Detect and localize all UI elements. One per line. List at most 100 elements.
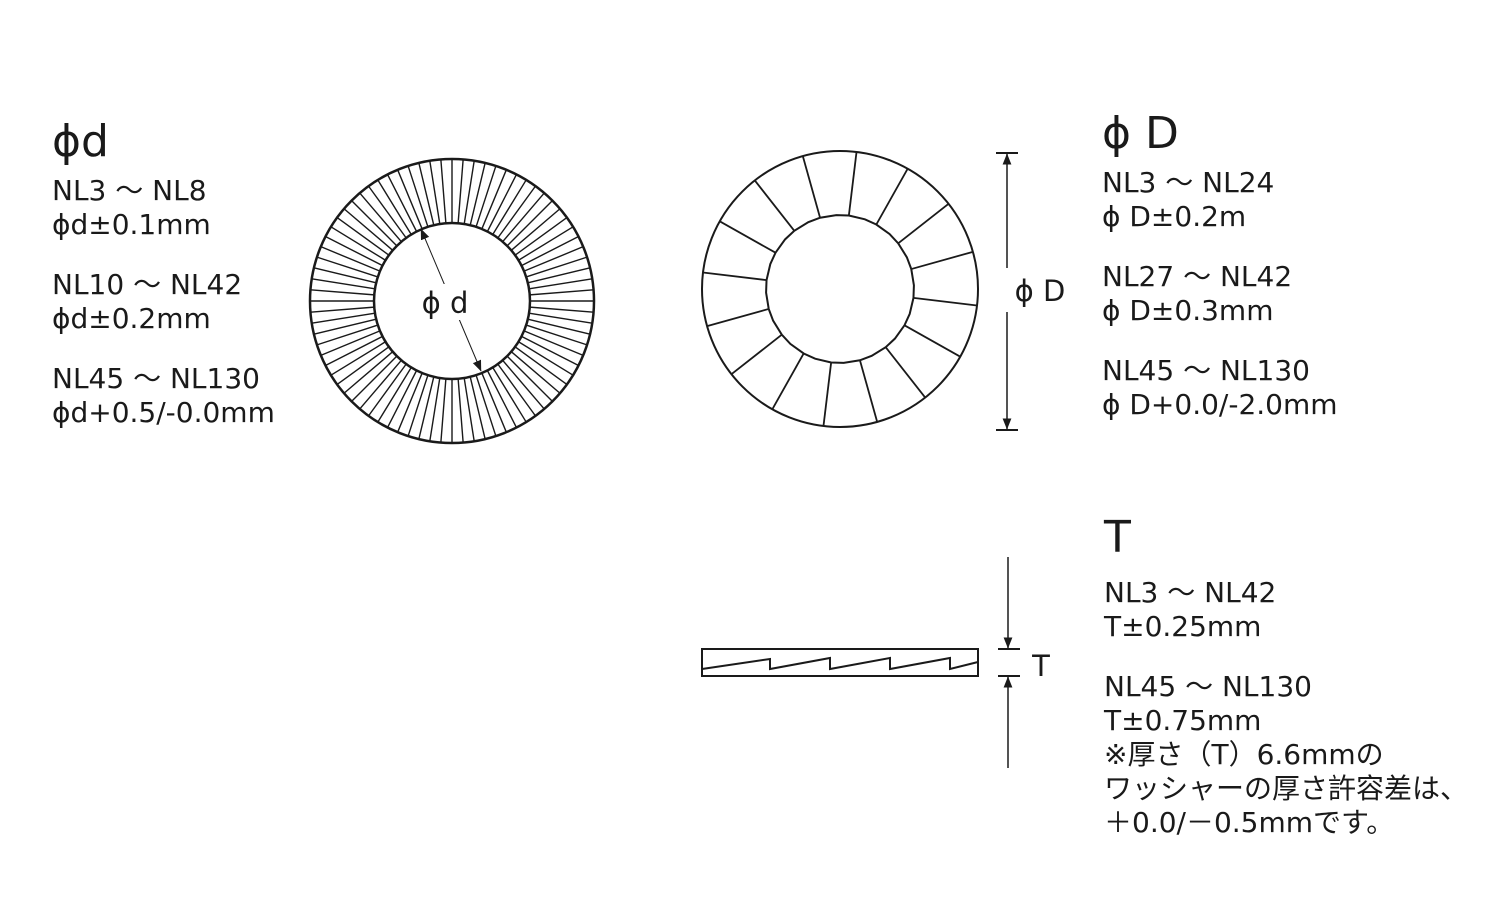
serration-line [316, 256, 379, 278]
outer-diameter-label: ϕ D [1015, 274, 1066, 308]
serration-line [343, 208, 394, 251]
serration-line [311, 278, 376, 290]
thickness-label: T [1031, 649, 1050, 683]
serration-line [359, 192, 402, 243]
serration-line [510, 351, 561, 394]
cam-segment-edge [859, 360, 879, 423]
serration-line [407, 165, 429, 228]
serration-line [418, 376, 435, 440]
outer-washer-bore-edge [765, 214, 915, 364]
serration-line [475, 374, 497, 437]
serration-line [367, 185, 407, 239]
serration-line [429, 377, 441, 442]
serration-line [514, 346, 568, 386]
cam-segment-edge [913, 296, 978, 307]
outer-diameter-spec: ϕ D NL3 ～ NL24 ϕ D±0.2m NL27 ～ NL42 ϕ D±… [1102, 110, 1338, 422]
inner-diameter-title: ϕd [52, 116, 109, 167]
thickness-tolerance-1: T±0.25mm [1104, 610, 1262, 643]
serration-line [469, 376, 486, 440]
serration-line [336, 216, 390, 256]
cam-segment-edge [822, 362, 833, 427]
serration-line [440, 378, 447, 443]
serration-line [397, 169, 423, 230]
serration-line [527, 318, 591, 335]
outer-washer-outer-edge [701, 150, 979, 428]
cam-segment-edge [702, 271, 767, 282]
serration-line [320, 330, 381, 356]
serration-line [529, 306, 594, 313]
serration-line [518, 341, 574, 376]
serration-line [492, 179, 527, 235]
cam-segment-edge [847, 151, 858, 216]
inner-range-1: NL3 ～ NL8 [52, 174, 207, 207]
serration-line [506, 355, 553, 402]
serration-line [457, 378, 464, 443]
serration-line [343, 351, 394, 394]
serration-line [330, 226, 386, 261]
thickness-note-line-2: ワッシャーの厚さ許容差は、 [1104, 772, 1469, 805]
serration-line [386, 370, 418, 428]
serration-line [386, 174, 418, 232]
thickness-spec: T NL3 ～ NL42 T±0.25mm NL45 ～ NL130 T±0.7… [1104, 514, 1468, 840]
serration-line [351, 355, 398, 402]
serration-line [497, 363, 537, 417]
inner-tolerance-3: ϕd+0.5/-0.0mm [52, 396, 275, 429]
serration-line [310, 306, 375, 313]
serration-line [311, 312, 376, 324]
serration-line [481, 169, 507, 230]
serration-line [330, 341, 386, 376]
serration-line [336, 346, 390, 386]
serration-line [429, 160, 441, 225]
serration-line [523, 330, 584, 356]
outer-tolerance-1: ϕ D±0.2m [1102, 200, 1247, 233]
outer-diameter-title: ϕ D [1102, 108, 1179, 159]
outer-washer-cam-segments [702, 151, 978, 427]
serration-line [377, 179, 412, 235]
cam-segment-edge [897, 203, 950, 245]
serration-line [469, 162, 486, 226]
outer-washer-drawing: ϕ D [701, 150, 1066, 431]
thickness-range-1: NL3 ～ NL42 [1104, 576, 1277, 609]
inner-range-3: NL45 ～ NL130 [52, 362, 260, 395]
serration-line [377, 367, 412, 423]
inner-washer-drawing: ϕ d [308, 157, 596, 445]
serration-line [527, 267, 591, 284]
serration-line [407, 374, 429, 437]
serration-line [475, 165, 497, 228]
thickness-range-2: NL45 ～ NL130 [1104, 670, 1312, 703]
serration-line [497, 185, 537, 239]
serration-line [457, 159, 464, 224]
thickness-drawing: T [701, 557, 1050, 768]
serration-line [486, 370, 518, 428]
serration-line [521, 335, 579, 367]
cam-segment-edge [730, 333, 783, 375]
inner-range-2: NL10 ～ NL42 [52, 268, 243, 301]
cam-segment-edge [754, 179, 796, 232]
cam-segment-edge [706, 308, 769, 328]
cam-segment-edge [904, 324, 961, 358]
thickness-title: T [1104, 512, 1131, 563]
inner-washer-serrations [310, 159, 594, 443]
serration-line [325, 235, 383, 267]
inner-tolerance-1: ϕd±0.1mm [52, 208, 211, 241]
serration-line [506, 200, 553, 247]
serration-line [320, 246, 381, 272]
serration-line [481, 372, 507, 433]
serration-line [502, 192, 545, 243]
serration-line [325, 335, 383, 367]
cam-segment-edge [771, 353, 805, 410]
thickness-note-line-1: ※厚さ（T）6.6mmの [1104, 738, 1384, 771]
serration-line [486, 174, 518, 232]
serration-line [440, 159, 447, 224]
serration-line [351, 200, 398, 247]
washer-side-serration [701, 656, 979, 671]
serration-line [510, 208, 561, 251]
thickness-note-line-3: ＋0.0/－0.5mmです。 [1104, 806, 1395, 839]
serration-line [492, 367, 527, 423]
serration-line [463, 160, 475, 225]
serration-line [397, 372, 423, 433]
inner-tolerance-2: ϕd±0.2mm [52, 302, 211, 335]
outer-range-3: NL45 ～ NL130 [1102, 354, 1310, 387]
serration-line [521, 235, 579, 267]
cam-segment-edge [875, 168, 909, 225]
